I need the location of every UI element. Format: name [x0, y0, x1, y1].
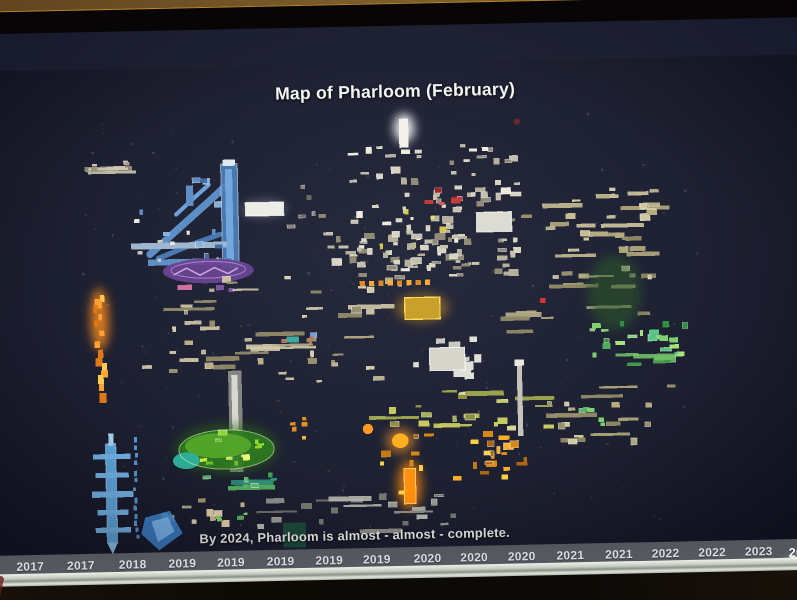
timeline-year-label: 2020: [460, 551, 489, 565]
timeline-year-label: 2022: [698, 546, 727, 560]
timeline-year-label: 2021: [556, 549, 585, 563]
timeline-year-label: 2020: [413, 552, 442, 566]
timeline-year-label: 2018: [118, 558, 147, 572]
timeline-year-label: 2017: [66, 559, 95, 573]
timeline-year-label: 2021: [605, 548, 634, 562]
timeline-year-label: 2019: [266, 555, 295, 569]
timeline-year-label: 2019: [168, 557, 197, 571]
timeline-year-label: 2020: [507, 550, 536, 564]
timeline-year-label: 2019: [217, 556, 246, 570]
timeline-year-label: 2019: [315, 554, 344, 568]
screen: Map of Pharloom (February) By 2024, Phar…: [0, 16, 797, 600]
timeline-year-label: 2017: [16, 561, 45, 575]
timeline-year-label: 2022: [651, 547, 680, 561]
pharloom-map: [82, 112, 698, 555]
timeline-year-label: 2023: [744, 545, 773, 559]
timeline-year-label: 2019: [362, 553, 391, 567]
